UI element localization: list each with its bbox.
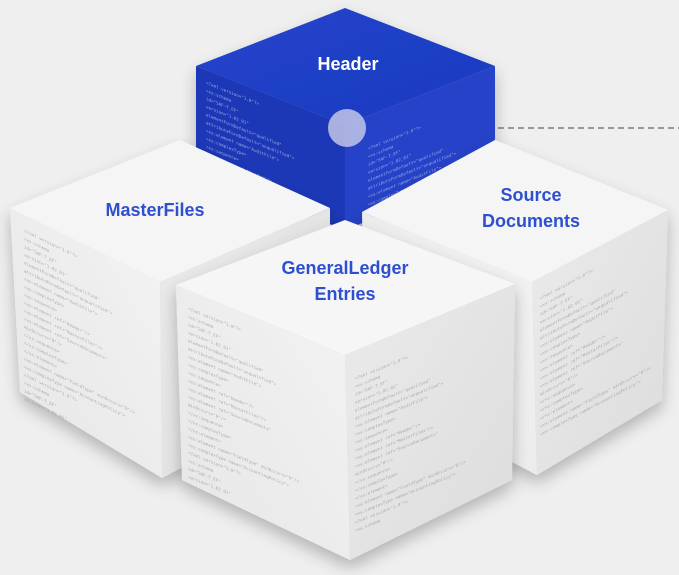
masterfiles-top-face <box>10 140 330 282</box>
ledger-right-face <box>345 284 515 560</box>
header-title: Header <box>317 54 378 74</box>
header-right-face <box>345 66 495 230</box>
general-ledger-block: <?xml version="1.0"?><xs:schema id="SAF-… <box>176 220 515 560</box>
ledger-top-face <box>176 220 515 355</box>
header-left-face <box>196 66 345 230</box>
source-title-line1: Source <box>500 185 561 205</box>
header-top-face <box>196 8 495 125</box>
masterfiles-left-face <box>10 208 162 478</box>
source-right-face <box>532 210 668 475</box>
connector-dot <box>328 109 366 147</box>
ledger-title-line1: GeneralLedger <box>281 258 408 278</box>
source-title-line2: Documents <box>482 211 580 231</box>
ledger-left-face <box>176 285 350 560</box>
ledger-title-line2: Entries <box>314 284 375 304</box>
source-top-face <box>362 140 668 282</box>
masterfiles-title: MasterFiles <box>105 200 204 220</box>
